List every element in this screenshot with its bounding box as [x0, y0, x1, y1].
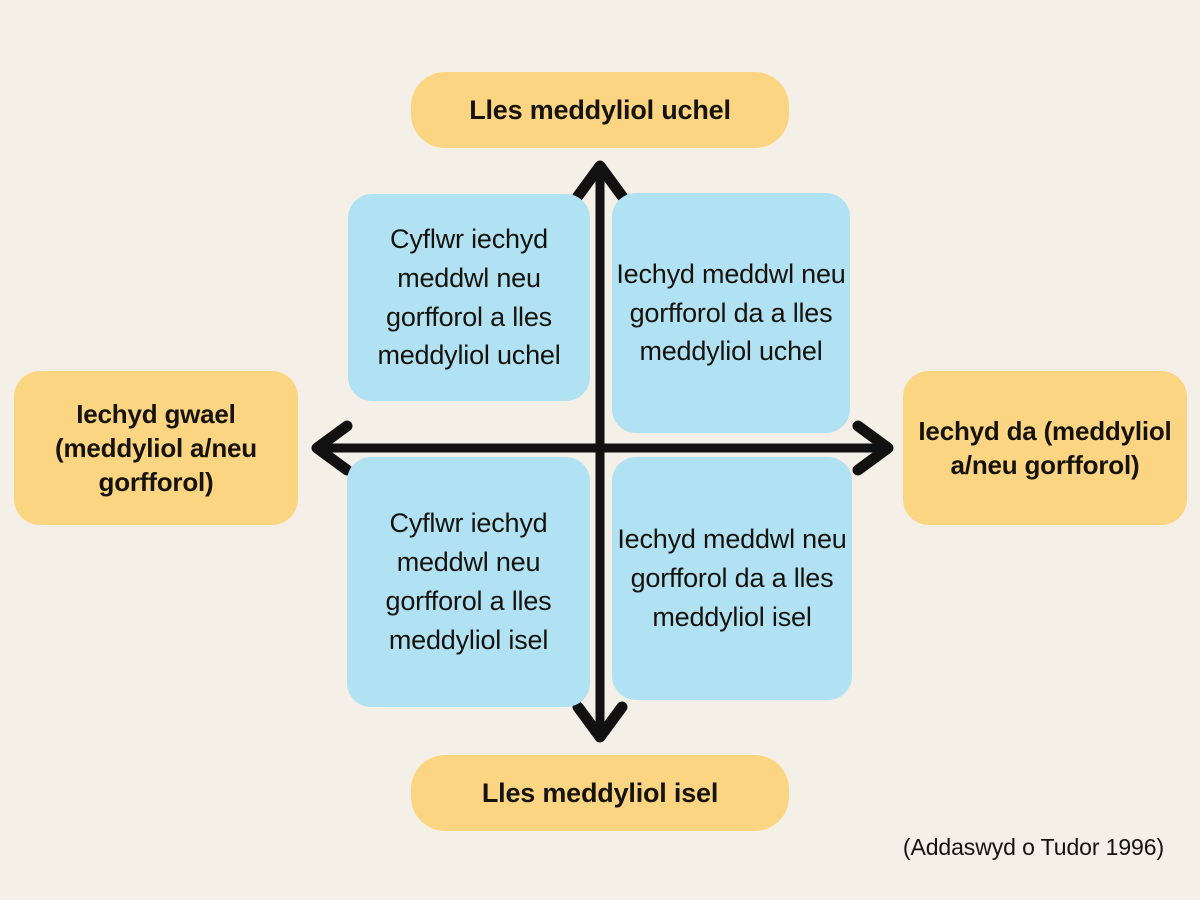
axis-label-bottom-text: Lles meddyliol isel — [481, 777, 719, 808]
quadrant-top-left: Cyflwr iechyd meddwl neu gorfforol a lle… — [348, 194, 590, 401]
axis-label-bottom: Lles meddyliol isel — [411, 755, 789, 831]
arrowhead-right-icon — [852, 420, 894, 476]
quadrant-top-left-text: Cyflwr iechyd meddwl neu gorfforol a lle… — [377, 223, 561, 371]
quadrant-bottom-right: Iechyd meddwl neu gorfforol da a lles me… — [612, 457, 852, 700]
quadrant-bottom-left-text: Cyflwr iechyd meddwl neu gorfforol a lle… — [385, 508, 552, 655]
quadrant-bottom-right-text: Iechyd meddwl neu gorfforol da a lles me… — [617, 524, 847, 632]
quadrant-top-right: Iechyd meddwl neu gorfforol da a lles me… — [612, 193, 850, 433]
source-citation: (Addaswyd o Tudor 1996) — [902, 834, 1164, 860]
axis-label-top-text: Lles meddyliol uchel — [469, 94, 731, 125]
arrowhead-left-icon — [311, 420, 353, 476]
axis-label-left-text: Iechyd gwael (meddyliol a/neu gorfforol) — [55, 398, 257, 498]
quadrant-top-right-text: Iechyd meddwl neu gorfforol da a lles me… — [616, 258, 846, 367]
axis-label-right-text: Iechyd da (meddyliol a/neu gorfforol) — [918, 415, 1172, 480]
arrowhead-up-icon — [572, 160, 628, 202]
arrowhead-down-icon — [572, 701, 628, 743]
axis-label-top: Lles meddyliol uchel — [411, 72, 789, 148]
quadrant-bottom-left: Cyflwr iechyd meddwl neu gorfforol a lle… — [347, 457, 590, 707]
axis-label-right: Iechyd da (meddyliol a/neu gorfforol) — [903, 371, 1187, 525]
axis-label-left: Iechyd gwael (meddyliol a/neu gorfforol) — [14, 371, 298, 525]
